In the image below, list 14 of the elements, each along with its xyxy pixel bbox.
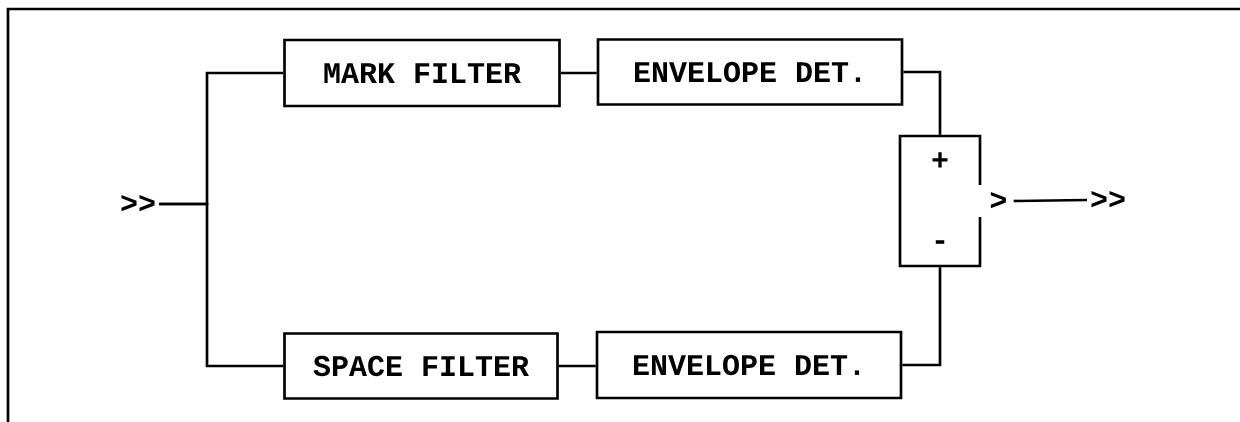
connector-line bbox=[902, 267, 942, 367]
block-box: MARK FILTER bbox=[283, 38, 561, 108]
signal-symbol: >> bbox=[121, 195, 155, 212]
block-box: ENVELOPE DET. bbox=[595, 330, 903, 400]
connector-line bbox=[903, 70, 942, 135]
connector-line bbox=[560, 71, 597, 75]
block-box: ENVELOPE DET. bbox=[596, 38, 904, 106]
signal-symbol: >> bbox=[1091, 191, 1125, 208]
comparator-box: + - bbox=[898, 134, 982, 268]
connector-line bbox=[558, 364, 596, 368]
connector-line bbox=[159, 202, 284, 368]
block-box: SPACE FILTER bbox=[283, 332, 559, 400]
output-symbol: > bbox=[990, 192, 1006, 209]
connector-line bbox=[1013, 198, 1087, 203]
